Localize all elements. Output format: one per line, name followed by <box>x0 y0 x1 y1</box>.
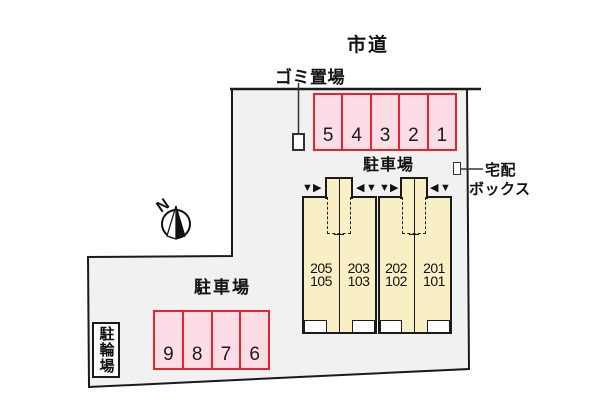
entry-porch <box>380 320 402 332</box>
unit-lower: 105 <box>310 272 332 289</box>
arrow-down-icon: ▼ <box>440 182 451 194</box>
parking-space: 7 <box>210 312 240 368</box>
arrow-left-icon: ◀ <box>356 182 365 194</box>
unit-upper: 203 <box>347 260 370 276</box>
delivery-box-label-line1: 宅配 <box>485 162 517 179</box>
parking-space: 3 <box>369 95 399 149</box>
stair-tick-east <box>409 233 419 235</box>
parking-space: 2 <box>398 95 427 149</box>
entry-porch <box>427 320 450 332</box>
unit-label: 205 105 <box>303 260 339 289</box>
stair-tick-west <box>334 233 344 235</box>
unit-divider-west <box>338 179 340 332</box>
arrow-down-icon: ▼ <box>379 182 390 194</box>
unit-lower: 102 <box>385 272 407 289</box>
unit-lower: 101 <box>423 272 445 289</box>
garbage-area-label: ゴミ置場 <box>275 68 345 87</box>
parking-space: 8 <box>181 312 211 368</box>
parking-space: 6 <box>239 312 268 368</box>
entry-porch <box>304 320 327 332</box>
compass: N <box>154 196 191 240</box>
parking-space: 1 <box>426 95 456 149</box>
bicycle-area: 駐輪場 <box>92 322 120 378</box>
parking-space: 4 <box>341 95 370 149</box>
building-block-east <box>378 196 452 334</box>
unit-label: 203 103 <box>340 260 377 289</box>
unit-upper: 205 <box>310 260 332 276</box>
parking-bottom-label: 駐車場 <box>194 278 251 297</box>
unit-label: 202 102 <box>378 260 414 289</box>
road-label: 市道 <box>347 35 390 56</box>
delivery-box-icon <box>453 162 461 175</box>
unit-upper: 201 <box>423 260 445 276</box>
unit-lower: 103 <box>347 272 370 289</box>
unit-label: 201 101 <box>416 260 452 289</box>
delivery-box-label-line2: ボックス <box>469 181 531 198</box>
compass-needle-east-icon <box>175 205 186 240</box>
unit-upper: 202 <box>385 260 407 276</box>
arrow-down-icon: ▼ <box>366 182 377 194</box>
parking-row-bottom: 9 8 7 6 <box>153 310 270 370</box>
parking-row-top: 5 4 3 2 1 <box>313 93 457 151</box>
arrow-left-icon: ◀ <box>430 182 439 194</box>
garbage-box-icon <box>292 133 305 151</box>
bicycle-area-label: 駐輪場 <box>97 326 115 374</box>
arrow-right-icon: ▶ <box>313 182 322 194</box>
arrow-right-icon: ▶ <box>390 182 399 194</box>
unit-divider-east <box>413 179 415 332</box>
parking-space: 9 <box>155 312 182 368</box>
parking-top-label: 駐車場 <box>363 157 415 174</box>
entry-porch <box>352 320 375 332</box>
arrow-down-icon: ▼ <box>302 182 313 194</box>
parking-space: 5 <box>315 95 342 149</box>
